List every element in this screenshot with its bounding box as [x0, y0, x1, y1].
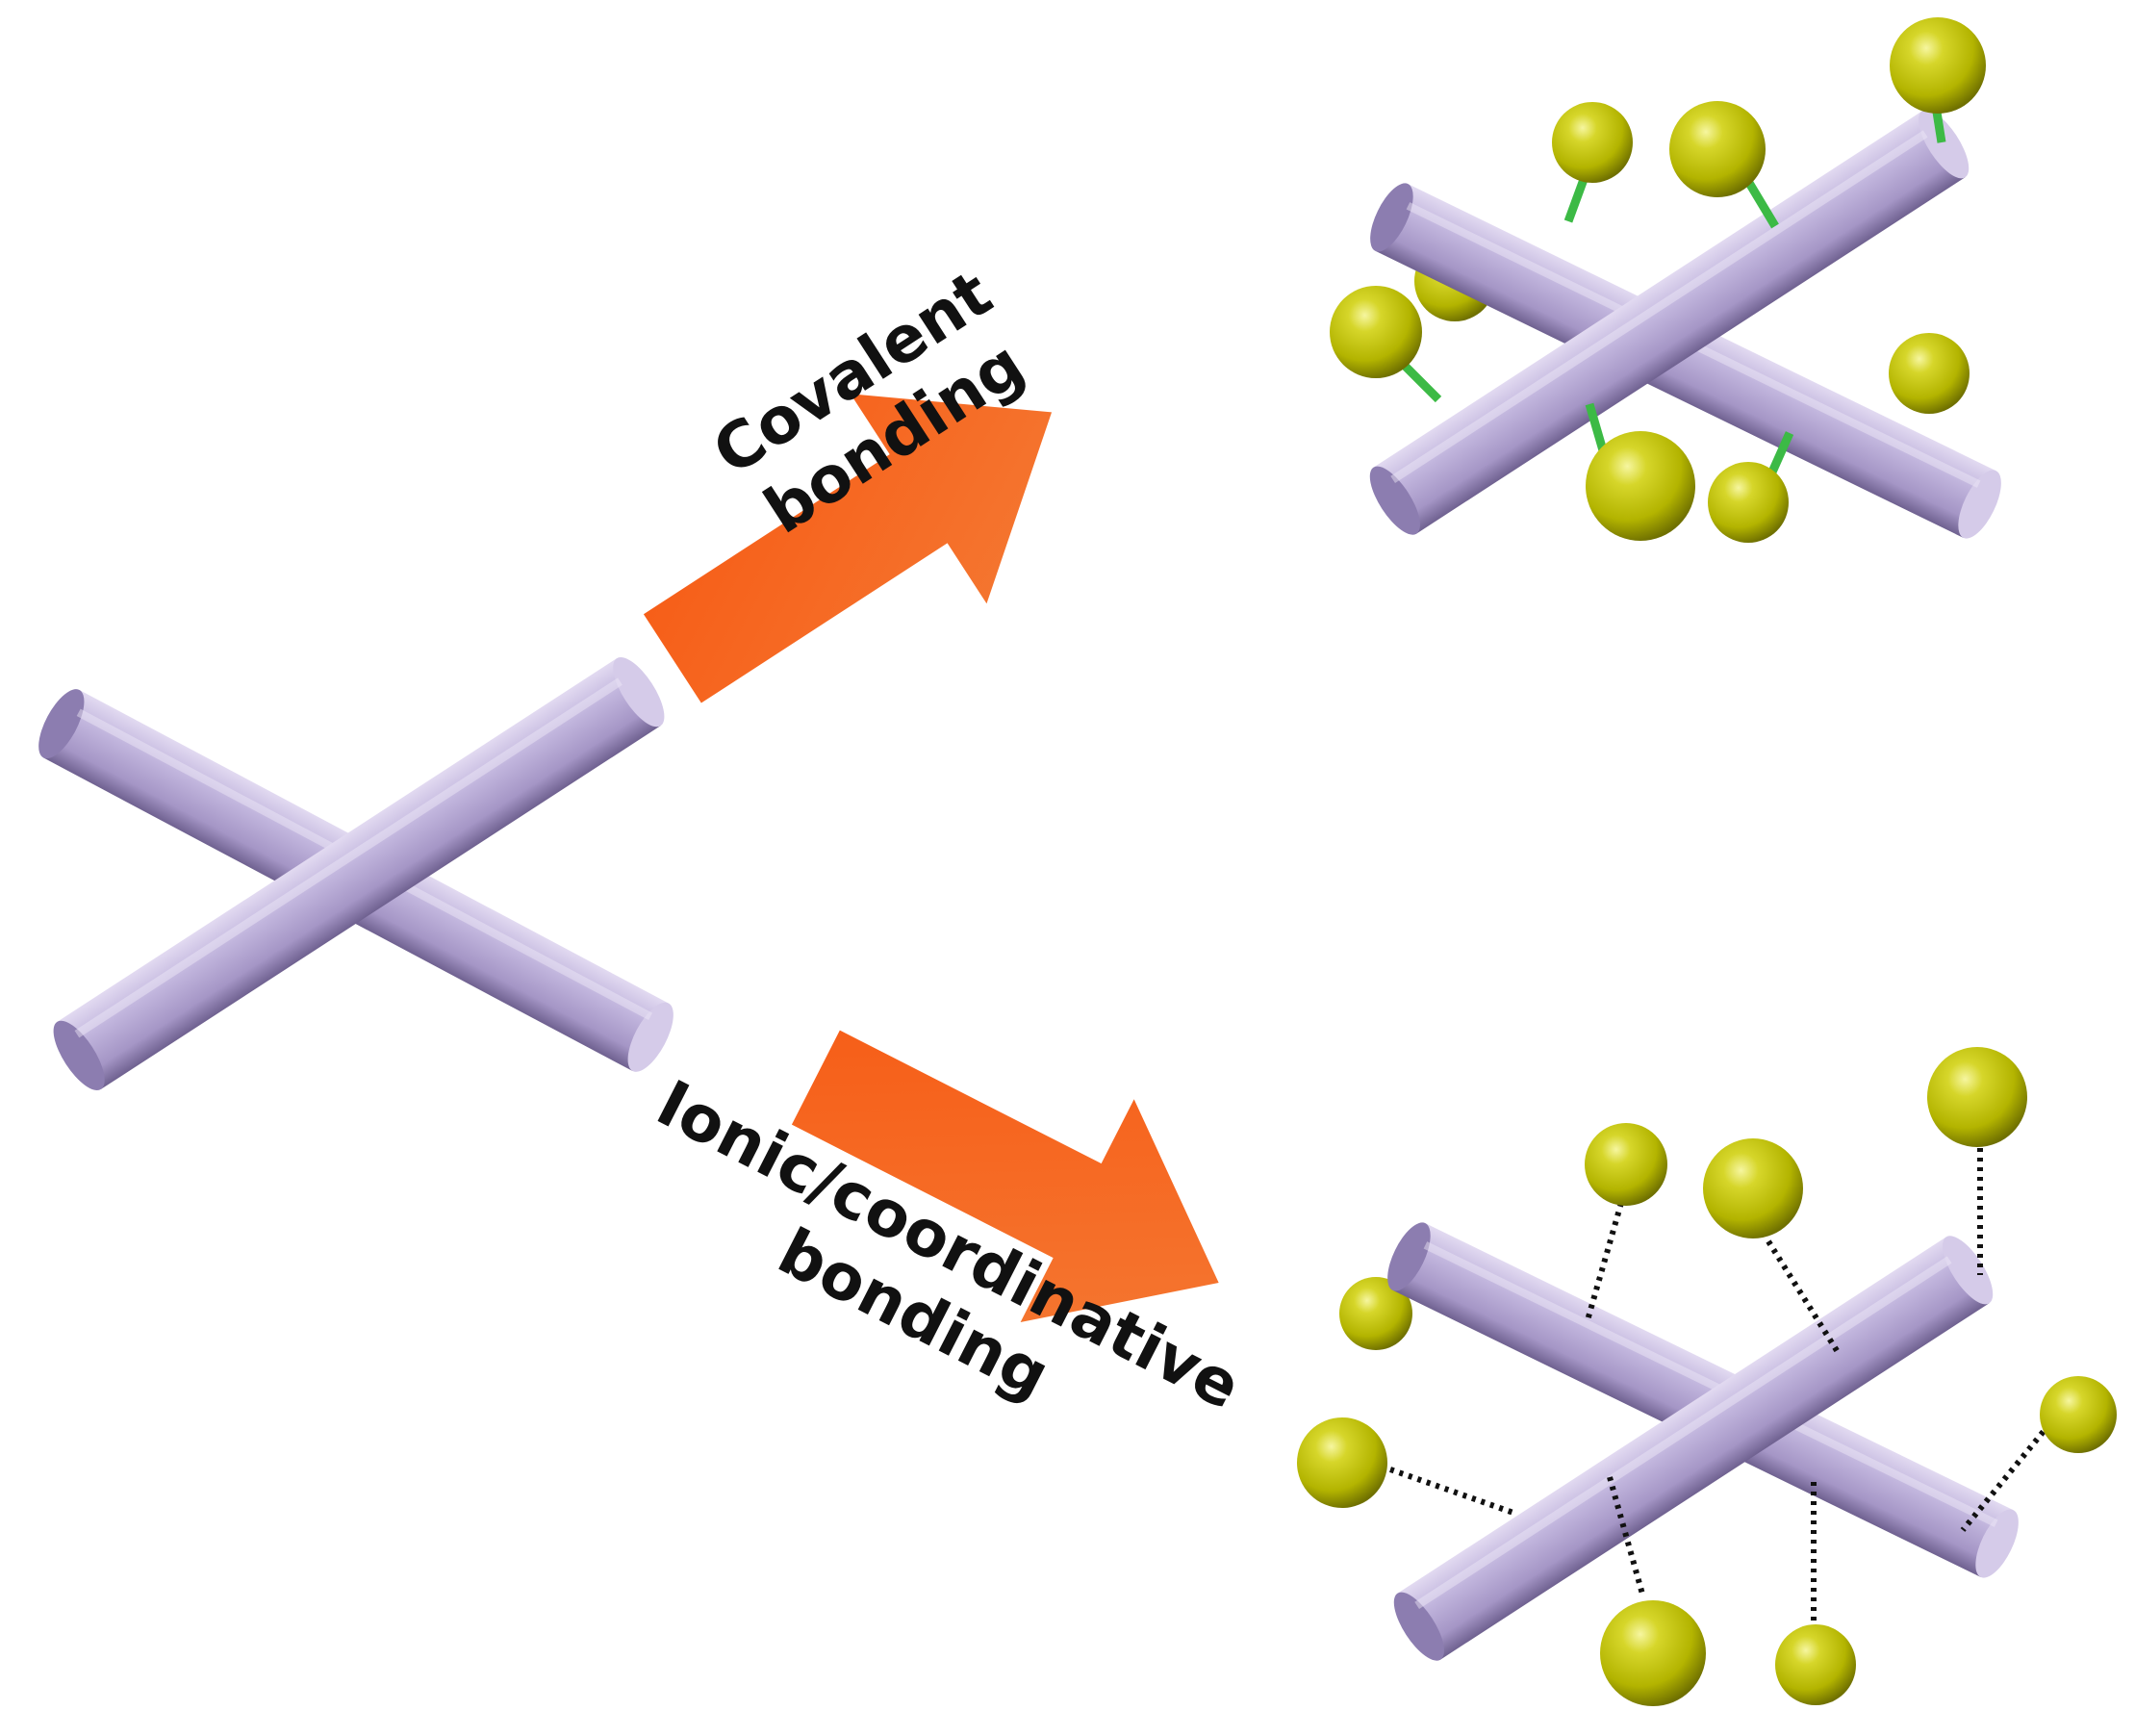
functional-sphere — [1586, 431, 1695, 541]
functional-sphere — [1775, 1624, 1856, 1705]
functional-sphere — [1600, 1600, 1706, 1706]
functional-sphere — [1927, 1047, 2027, 1147]
functional-sphere — [2040, 1376, 2117, 1453]
functional-sphere — [1330, 286, 1422, 378]
ionic-link — [1607, 1476, 1646, 1598]
arrow-ionic — [791, 1030, 1219, 1322]
functional-sphere — [1889, 333, 1970, 414]
functional-sphere — [1708, 462, 1789, 543]
bare-rods — [29, 650, 683, 1098]
ionic-link — [1585, 1202, 1624, 1321]
functional-sphere — [1297, 1417, 1387, 1508]
ionic-link — [1766, 1239, 1841, 1354]
covalent-link — [1745, 180, 1779, 229]
arrow-covalent — [643, 394, 1053, 703]
ionic-link — [1389, 1467, 1514, 1516]
functional-sphere — [1890, 17, 1986, 114]
ionic-structure — [1297, 1047, 2117, 1706]
functional-sphere — [1703, 1138, 1803, 1238]
ionic-link — [1960, 1422, 2052, 1532]
functional-sphere — [1339, 1277, 1412, 1350]
functional-sphere — [1552, 102, 1633, 183]
covalent-structure — [1330, 17, 2010, 545]
functional-sphere — [1669, 101, 1766, 197]
functional-sphere — [1585, 1123, 1667, 1206]
covalent-link — [1766, 431, 1794, 478]
